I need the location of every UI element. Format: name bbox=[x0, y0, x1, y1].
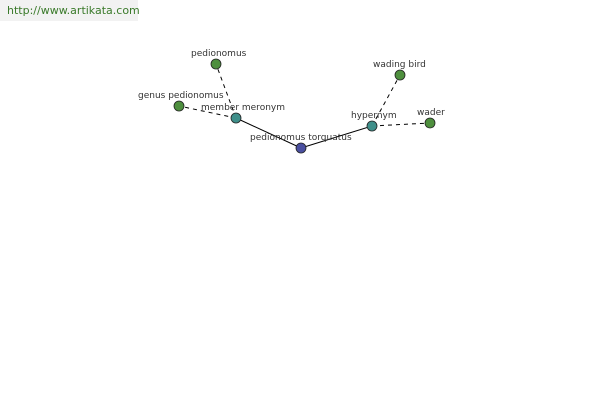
source-watermark: http://www.artikata.com bbox=[0, 0, 140, 21]
node-hypernym[interactable] bbox=[366, 120, 378, 132]
node-wader[interactable] bbox=[424, 117, 436, 129]
node-member-meronym[interactable] bbox=[230, 112, 242, 124]
edge-pedionomus-torquatus-to-member-meronym bbox=[235, 117, 302, 149]
edge-member-meronym-to-pedionomus bbox=[215, 63, 237, 119]
node-pedionomus-torquatus[interactable] bbox=[295, 142, 307, 154]
node-label-hypernym: hypernym bbox=[351, 111, 397, 121]
node-wading-bird[interactable] bbox=[394, 69, 406, 81]
node-genus-pedionomus[interactable] bbox=[173, 100, 185, 112]
node-label-wader: wader bbox=[417, 108, 445, 118]
edge-hypernym-to-wading-bird bbox=[371, 74, 401, 127]
node-label-pedionomus: pedionomus bbox=[191, 49, 247, 59]
edge-hypernym-to-wader bbox=[371, 122, 431, 127]
node-label-pedionomus-torquatus: pedionomus torquatus bbox=[250, 133, 352, 143]
node-label-genus-pedionomus: genus pedionomus bbox=[138, 91, 224, 101]
node-pedionomus[interactable] bbox=[210, 58, 222, 70]
node-label-wading-bird: wading bird bbox=[373, 60, 426, 70]
edge-member-meronym-to-genus-pedionomus bbox=[178, 105, 237, 119]
node-label-member-meronym: member meronym bbox=[201, 103, 285, 113]
edge-pedionomus-torquatus-to-hypernym bbox=[300, 125, 373, 149]
